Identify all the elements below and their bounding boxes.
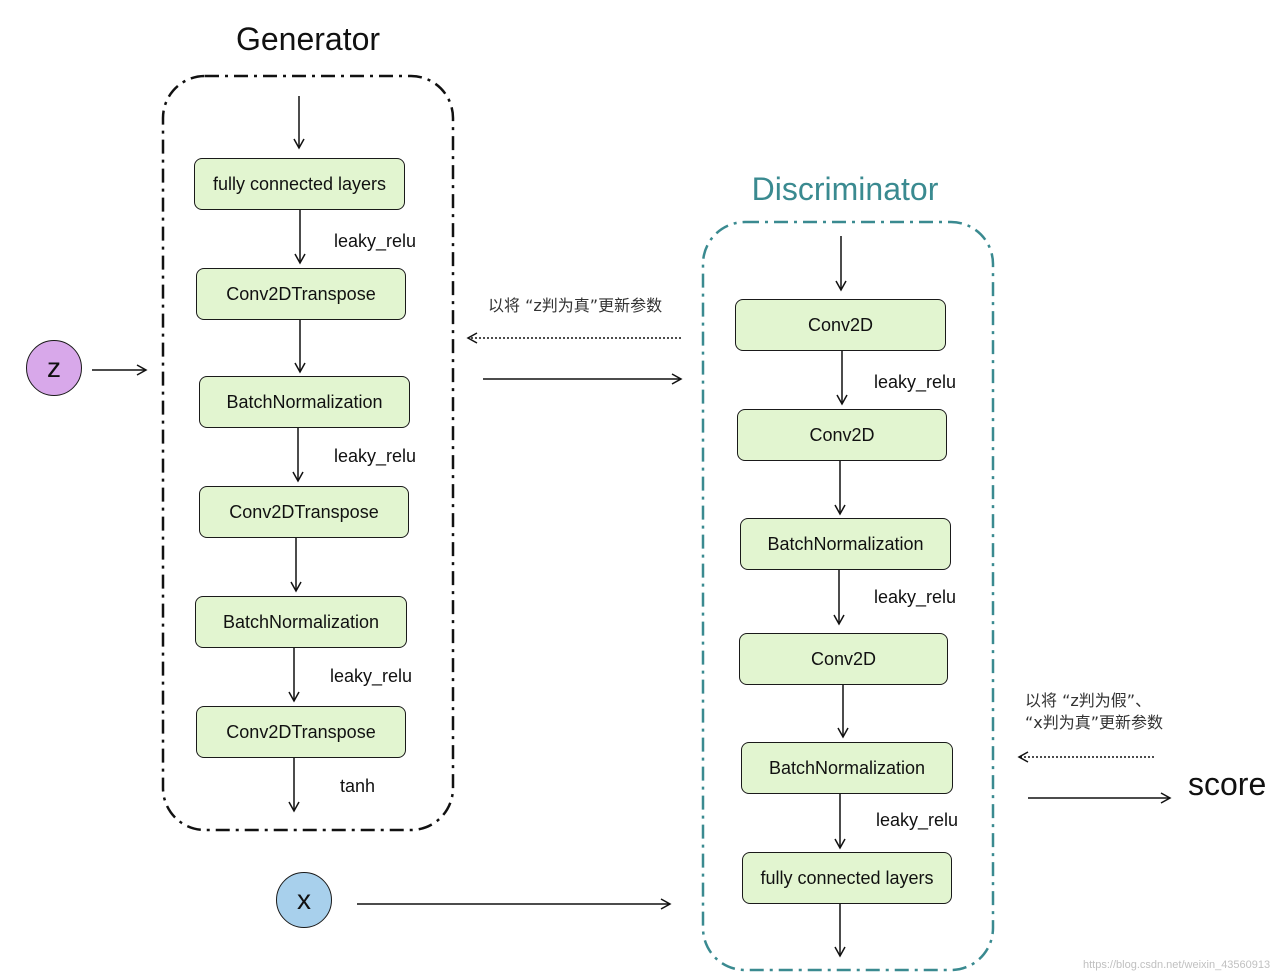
- z-input-node: z: [26, 340, 82, 396]
- generator-activation-label: tanh: [340, 776, 376, 796]
- discriminator-layer-fully-connected: fully connected layers: [742, 852, 952, 904]
- discriminator-container: [701, 220, 995, 972]
- generator-layer-conv2dtranspose-2: Conv2DTranspose: [199, 486, 409, 538]
- score-output-label: score: [1188, 766, 1267, 802]
- discriminator-layer-conv2d-3: Conv2D: [739, 633, 948, 685]
- discriminator-layer-batchnorm-1: BatchNormalization: [740, 518, 951, 570]
- generator-activation-label: leaky_relu: [330, 666, 413, 686]
- discriminator-activation-label: leaky_relu: [874, 587, 957, 607]
- generator-layer-conv2dtranspose-1: Conv2DTranspose: [196, 268, 406, 320]
- generator-layer-batchnorm-2: BatchNormalization: [195, 596, 407, 648]
- discriminator-layer-batchnorm-2: BatchNormalization: [741, 742, 953, 794]
- discriminator-title: Discriminator: [751, 171, 939, 207]
- discriminator-update-note-line2: “x判为真”更新参数: [1025, 713, 1164, 732]
- generator-layer-fully-connected: fully connected layers: [194, 158, 405, 210]
- generator-title: Generator: [235, 21, 381, 57]
- generator-update-note: 以将 “z判为真”更新参数: [488, 296, 663, 315]
- generator-activation-label: leaky_relu: [334, 231, 417, 251]
- generator-layer-batchnorm-1: BatchNormalization: [199, 376, 410, 428]
- generator-container: [161, 74, 455, 832]
- watermark-text: https://blog.csdn.net/weixin_43560913: [1083, 959, 1271, 971]
- discriminator-update-note-line1: 以将 “z判为假”、: [1025, 691, 1152, 710]
- discriminator-layer-conv2d-1: Conv2D: [735, 299, 946, 351]
- x-input-node: x: [276, 872, 332, 928]
- discriminator-layer-conv2d-2: Conv2D: [737, 409, 947, 461]
- generator-layer-conv2dtranspose-3: Conv2DTranspose: [196, 706, 406, 758]
- generator-activation-label: leaky_relu: [334, 446, 417, 466]
- discriminator-activation-label: leaky_relu: [874, 372, 957, 392]
- discriminator-activation-label: leaky_relu: [876, 810, 959, 830]
